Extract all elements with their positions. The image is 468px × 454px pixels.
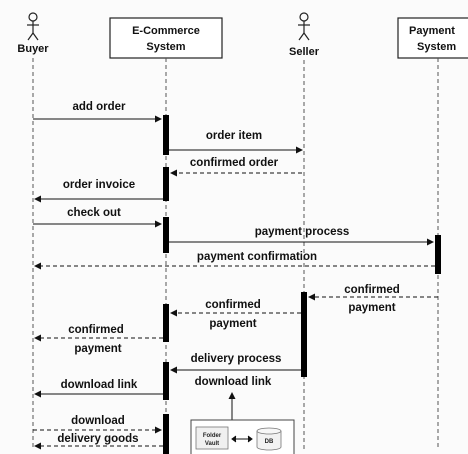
message-label-add-order: add order: [72, 101, 126, 113]
message-label-confirmed-seller-1: confirmed: [344, 284, 400, 296]
participant-ecommerce-system: E-Commerce System: [109, 17, 223, 59]
folder-vault-label-line2: Vault: [205, 441, 219, 447]
message-label-download: download: [71, 415, 125, 427]
seller-label: Seller: [289, 46, 320, 58]
ecommerce-label-line1: E-Commerce: [132, 25, 200, 37]
message-label-download-link-buyer: download link: [61, 379, 138, 391]
message-label-check-out: check out: [67, 207, 121, 219]
participant-buyer: Buyer: [17, 12, 49, 55]
message-label-delivery-goods: delivery goods: [57, 433, 138, 445]
message-label-payment-confirmation: payment confirmation: [197, 251, 317, 263]
db-cylinder-icon: [256, 427, 282, 451]
storage-box: Folder Vault DB: [190, 419, 295, 454]
message-label-order-invoice: order invoice: [63, 179, 135, 191]
activation-bar: [301, 292, 307, 377]
participant-payment-system: Payment System: [397, 17, 468, 59]
message-label-delivery-process: delivery process: [191, 353, 282, 365]
buyer-actor-icon: [27, 12, 39, 41]
message-label-confirmed-buyer-1: confirmed: [68, 324, 124, 336]
payment-box: [397, 17, 468, 59]
buyer-label: Buyer: [17, 43, 49, 55]
activation-bars: [163, 115, 441, 454]
activation-bar: [163, 217, 169, 253]
message-label-confirmed-order: confirmed order: [190, 157, 279, 169]
activation-bar: [163, 304, 169, 342]
message-label-confirmed-buyer-2: payment: [74, 343, 121, 355]
ecommerce-label-line2: System: [146, 41, 185, 53]
folder-vault-icon: [195, 426, 229, 450]
payment-label-line2: System: [417, 41, 456, 53]
activation-bar: [163, 115, 169, 155]
folder-vault-label-line1: Folder: [203, 433, 222, 439]
payment-label-line1: Payment: [409, 25, 455, 37]
participant-seller: Seller: [289, 12, 320, 58]
seller-actor-icon: [298, 12, 310, 41]
message-label-download-link-system: download link: [195, 376, 272, 388]
message-label-payment-process: payment process: [255, 226, 350, 238]
ecommerce-box: [109, 17, 223, 59]
activation-bar: [435, 235, 441, 274]
db-label: DB: [265, 439, 274, 445]
message-label-confirmed-seller-2: payment: [348, 302, 395, 314]
activation-bar: [163, 362, 169, 400]
activation-bar: [163, 167, 169, 201]
bidirectional-arrow-icon: [231, 435, 253, 443]
message-label-confirmed-system-1: confirmed: [205, 299, 261, 311]
message-label-order-item: order item: [206, 130, 262, 142]
message-label-confirmed-system-2: payment: [209, 318, 256, 330]
activation-bar: [163, 414, 169, 454]
